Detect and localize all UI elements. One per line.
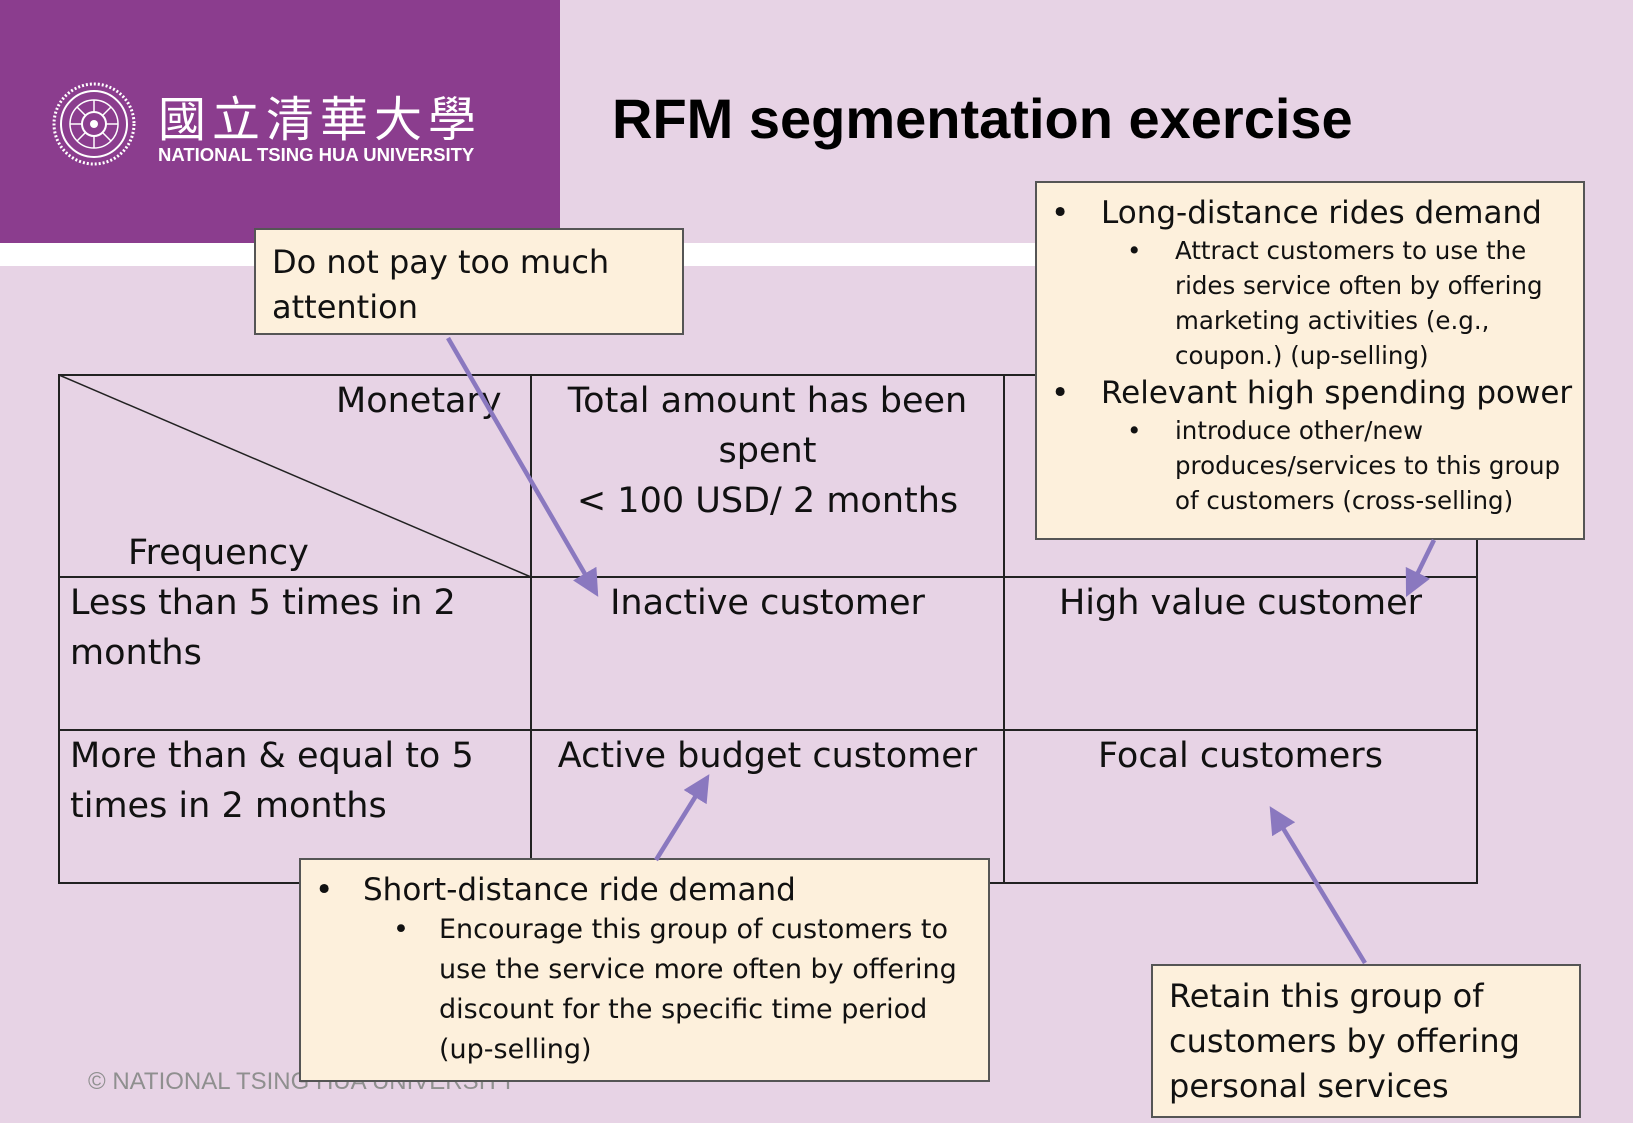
bullet-short-distance: Short-distance ride demand	[301, 870, 988, 910]
note-line: Do not pay too much	[272, 243, 610, 281]
rfm-matrix: Monetary Frequency Total amount has been…	[58, 374, 1478, 884]
corner-label-frequency: Frequency	[128, 533, 309, 573]
bullet-high-spending: Relevant high spending power	[1037, 373, 1583, 413]
row-label-high-frequency: More than & equal to 5 times in 2 months	[70, 731, 474, 831]
row-label-low-frequency: Less than 5 times in 2 months	[70, 578, 456, 678]
row-label-line: Less than 5 times in 2	[70, 583, 456, 623]
column-header-line: spent	[718, 431, 817, 471]
grid-line-col-1	[530, 374, 532, 884]
subbullet-line: discount for the specific time period	[439, 994, 928, 1025]
grid-line-left	[58, 374, 60, 884]
grid-line-header-bottom	[58, 576, 1478, 578]
subbullet-discount: Encourage this group of customers to use…	[301, 910, 988, 1070]
grid-line-right	[1476, 374, 1478, 884]
note-line: attention	[272, 288, 418, 326]
bullet-long-distance: Long-distance rides demand	[1037, 193, 1583, 233]
subbullet-line: introduce other/new	[1175, 416, 1424, 445]
row-label-line: months	[70, 633, 202, 673]
slide-title: RFM segmentation exercise	[612, 87, 1353, 150]
grid-line-row-1-bottom	[58, 729, 1478, 731]
subbullet-line: produces/services to this group	[1175, 451, 1561, 480]
column-header-line: < 100 USD/ 2 months	[576, 481, 959, 521]
cell-inactive-customer: Inactive customer	[610, 583, 925, 623]
subbullet-line: of customers (cross-selling)	[1175, 486, 1514, 515]
subbullet-line: (up-selling)	[439, 1034, 592, 1065]
subbullet-cross-selling: introduce other/new produces/services to…	[1037, 413, 1583, 518]
subbullet-line: rides service often by offering	[1175, 271, 1543, 300]
university-name-chinese: 國立清華大學	[158, 92, 483, 148]
grid-line-top	[58, 374, 1478, 376]
note-do-not-pay-attention: Do not pay too much attention	[254, 228, 684, 335]
subbullet-line: use the service more often by offering	[439, 954, 957, 985]
cell-high-value-customer: High value customer	[1058, 583, 1423, 623]
subbullet-line: marketing activities (e.g.,	[1175, 306, 1490, 335]
note-long-distance: Long-distance rides demand Attract custo…	[1035, 181, 1585, 540]
grid-line-col-2	[1003, 374, 1005, 884]
subbullet-up-selling: Attract customers to use the rides servi…	[1037, 233, 1583, 373]
column-header-monetary-low: Total amount has been spent < 100 USD/ 2…	[532, 376, 1003, 526]
row-label-line: More than & equal to 5	[70, 736, 474, 776]
note-line: personal services	[1169, 1067, 1449, 1105]
note-line: customers by offering	[1169, 1022, 1520, 1060]
subbullet-line: Encourage this group of customers to	[439, 914, 948, 945]
cell-focal-customers: Focal customers	[1098, 736, 1383, 776]
corner-label-monetary: Monetary	[336, 381, 502, 421]
row-label-line: times in 2 months	[70, 786, 387, 826]
cell-active-budget-customer: Active budget customer	[557, 736, 978, 776]
university-name-english: NATIONAL TSING HUA UNIVERSITY	[158, 144, 475, 165]
subbullet-line: coupon.) (up-selling)	[1175, 341, 1429, 370]
university-seal-icon	[52, 82, 136, 166]
column-header-line: Total amount has been	[567, 381, 968, 421]
note-line: Retain this group of	[1169, 977, 1484, 1015]
subbullet-line: Attract customers to use the	[1175, 236, 1527, 265]
note-retain-customers: Retain this group of customers by offeri…	[1151, 964, 1581, 1118]
note-short-distance: Short-distance ride demand Encourage thi…	[299, 858, 990, 1082]
